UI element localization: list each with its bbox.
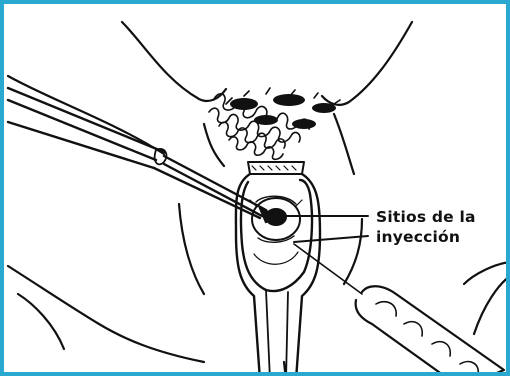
label-line-1: Sitios de la [376, 207, 476, 227]
hair-shading [230, 94, 336, 129]
injection-sites-label: Sitios de la inyección [376, 207, 476, 247]
callout-lines [282, 216, 368, 242]
illustration [4, 4, 510, 376]
syringe [294, 244, 504, 376]
speculum [236, 162, 320, 376]
label-line-2: inyección [376, 227, 476, 247]
